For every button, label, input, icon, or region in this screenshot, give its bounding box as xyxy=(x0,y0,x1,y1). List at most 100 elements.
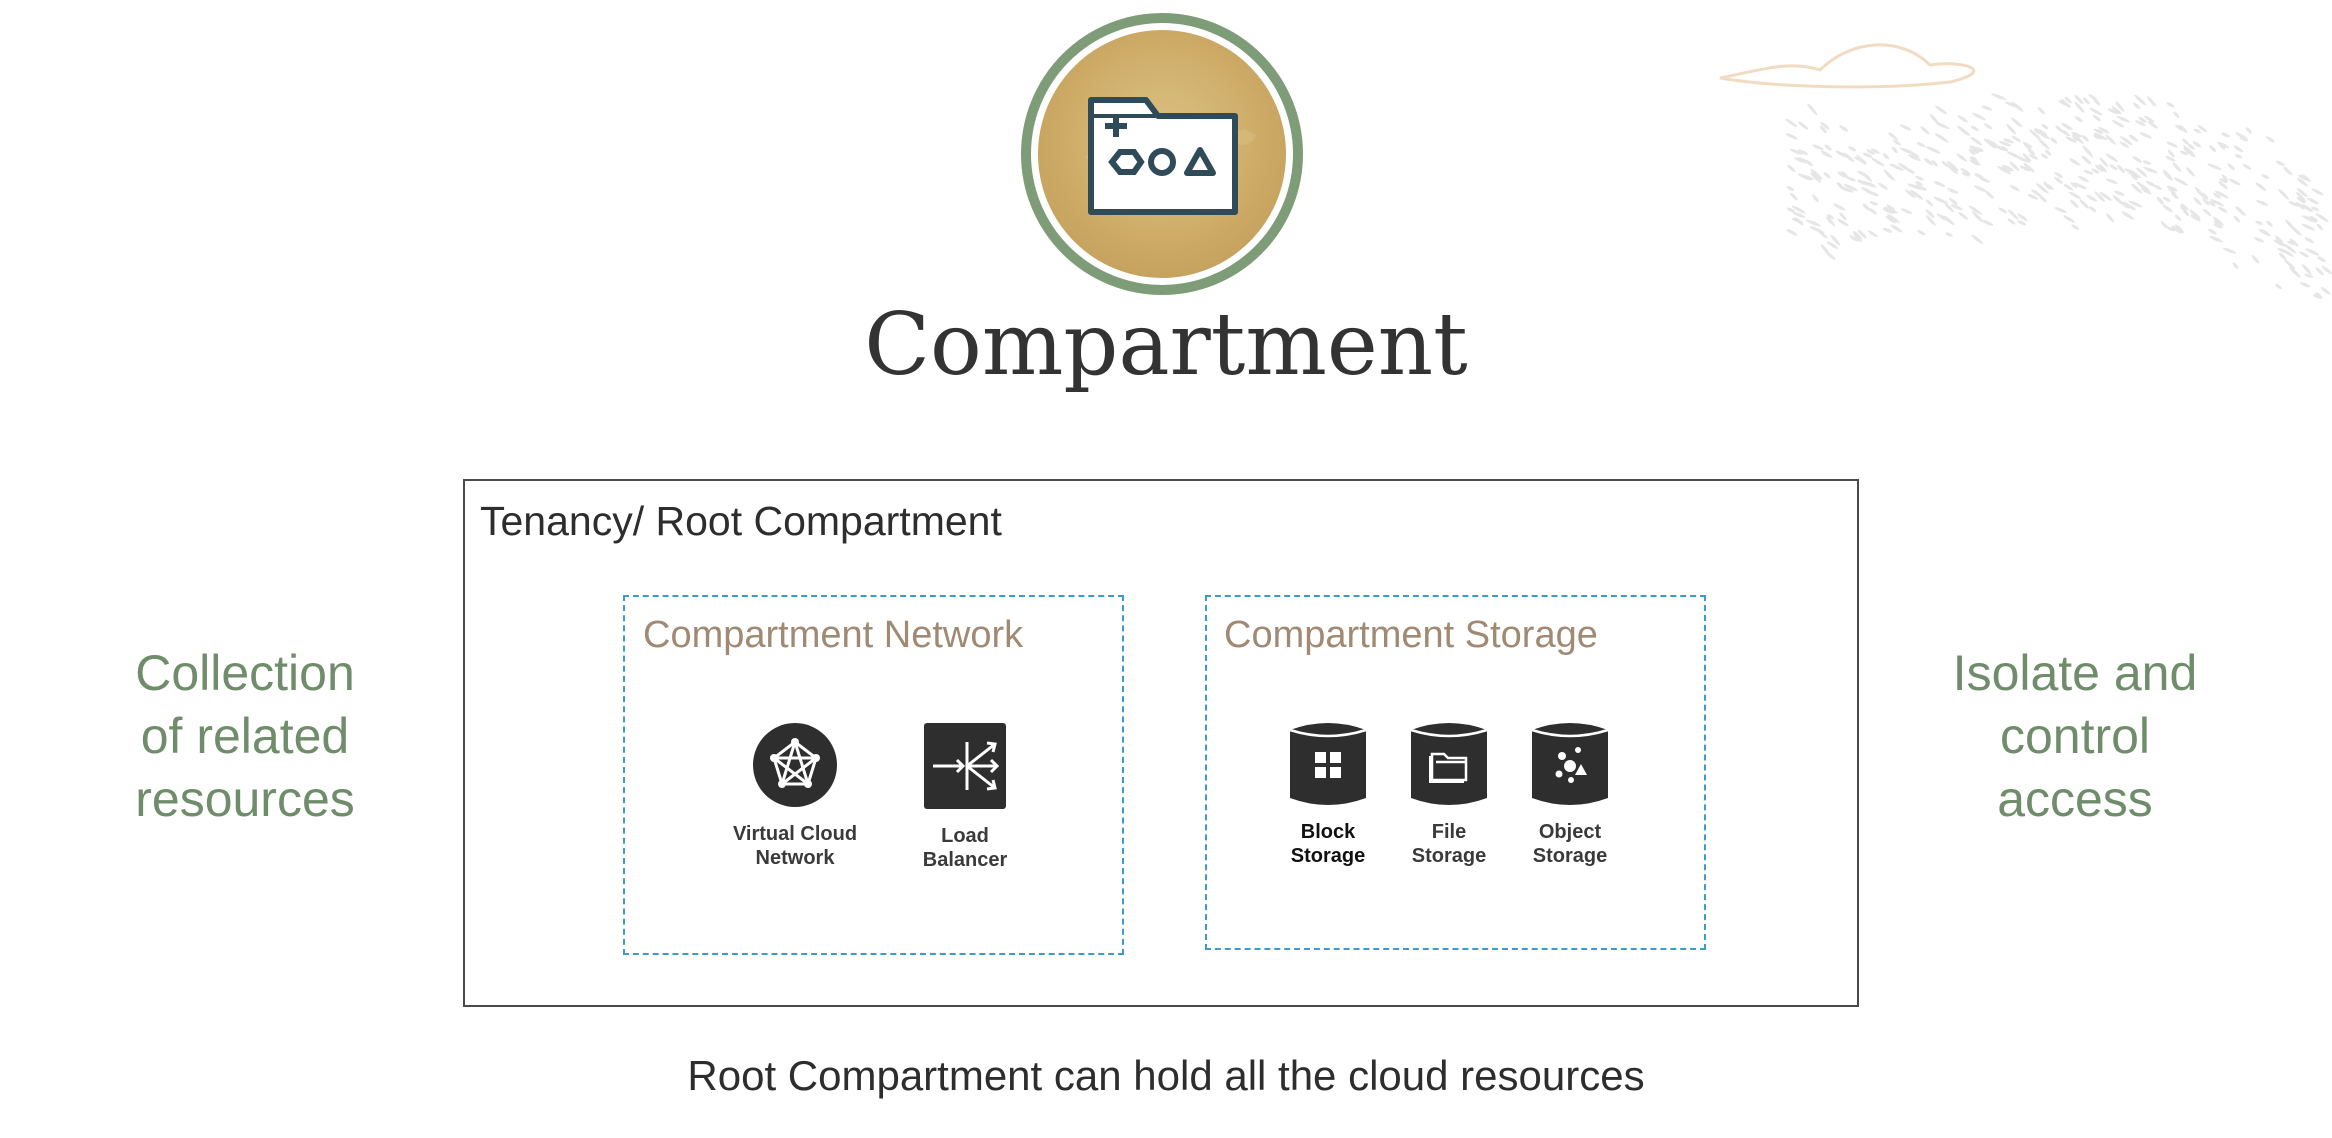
decor-dash xyxy=(1797,156,1809,164)
decor-dash xyxy=(2275,283,2283,290)
decor-dash xyxy=(2073,182,2087,190)
decor-dash xyxy=(1883,206,1899,214)
decor-dash xyxy=(1899,124,1912,131)
decor-dash xyxy=(2081,134,2089,142)
decor-dash xyxy=(1917,229,1926,236)
decor-dash xyxy=(1852,231,1863,240)
decor-dash xyxy=(1805,219,1821,227)
decor-dash xyxy=(2079,199,2090,209)
decor-dash xyxy=(1907,154,1922,161)
decor-dash xyxy=(1907,183,1923,190)
decor-dash xyxy=(2058,100,2071,107)
decor-dash xyxy=(2227,163,2235,171)
decor-dash xyxy=(1944,202,1954,213)
decor-dash xyxy=(2068,191,2081,199)
decor-dash xyxy=(1882,208,1895,214)
decor-dash xyxy=(2007,151,2021,159)
decor-dash xyxy=(1812,194,1819,203)
caption: Root Compartment can hold all the cloud … xyxy=(687,1052,1645,1099)
decor-dash xyxy=(1893,139,1901,146)
decor-dash xyxy=(1934,133,1949,143)
decor-dash xyxy=(2060,129,2070,137)
decor-dash xyxy=(1853,156,1867,164)
vcn-icon xyxy=(753,723,837,807)
decor-dash xyxy=(2210,199,2224,207)
decor-dash xyxy=(2132,156,2142,163)
decor-dash xyxy=(2202,208,2212,216)
decor-dash xyxy=(1899,147,1915,155)
decor-dash xyxy=(2083,169,2094,175)
decor-dash xyxy=(2163,169,2173,181)
decor-dash xyxy=(1820,150,1833,158)
decor-dash xyxy=(2197,125,2208,133)
compartment-network-box xyxy=(623,595,1124,955)
decor-dash xyxy=(2072,134,2078,142)
decor-dash xyxy=(2277,248,2289,254)
service-label-line: Storage xyxy=(1290,845,1366,867)
decor-dash xyxy=(2017,213,2028,221)
decor-dash xyxy=(1802,174,1814,181)
decor-dash xyxy=(2037,107,2045,115)
decor-dash xyxy=(1905,189,1916,199)
decor-dash xyxy=(1867,230,1878,238)
decor-dash xyxy=(1945,232,1953,237)
decor-dash xyxy=(2136,167,2148,178)
decor-dash xyxy=(1929,113,1940,125)
right-description-line: control xyxy=(1999,708,2151,764)
service-label-line: Load xyxy=(941,825,989,847)
decor-dash xyxy=(2054,171,2063,179)
decor-dash xyxy=(1826,241,1838,249)
decor-dash xyxy=(1985,190,1994,199)
decor-dash xyxy=(1798,121,1809,130)
decor-dash xyxy=(2306,197,2319,205)
decor-dash xyxy=(2121,211,2135,220)
decor-dash xyxy=(1970,136,1983,146)
decor-dash xyxy=(1910,189,1924,200)
decor-dash xyxy=(2255,220,2263,225)
decor-dash xyxy=(2239,137,2249,142)
decor-dash xyxy=(2135,120,2146,126)
decor-dash xyxy=(1857,170,1870,179)
service-block-storage: Block Storage xyxy=(1263,720,1393,868)
decor-dash xyxy=(2212,216,2224,226)
decor-dash xyxy=(1835,150,1849,158)
right-description: Isolate and control access xyxy=(1905,642,2245,831)
decor-dash xyxy=(1969,156,1981,166)
decor-dash xyxy=(1972,211,1984,223)
decor-dash xyxy=(1900,208,1913,215)
decor-dash xyxy=(1843,152,1855,163)
decor-dash xyxy=(1869,201,1879,206)
decor-dash xyxy=(1888,132,1899,141)
decor-dash xyxy=(1807,103,1818,116)
decor-dash xyxy=(2071,132,2083,138)
decor-dash xyxy=(2120,136,2133,146)
decor-dash xyxy=(2309,216,2318,222)
decor-dash xyxy=(2202,197,2210,206)
decor-dash xyxy=(2171,192,2179,200)
decor-dash xyxy=(2283,166,2293,176)
decor-dash xyxy=(2088,206,2097,213)
decor-dash xyxy=(1993,144,2006,151)
decor-dash xyxy=(1868,207,1878,215)
block-storage-icon xyxy=(1289,723,1367,805)
decor-dash xyxy=(1947,188,1959,194)
decor-dash xyxy=(2038,138,2050,150)
decor-dash xyxy=(2202,192,2209,200)
decor-dash xyxy=(1791,205,1806,214)
decor-dash xyxy=(1856,179,1869,186)
decor-dash xyxy=(2320,286,2331,295)
left-description-line: of related xyxy=(140,708,350,764)
decor-dash xyxy=(1969,145,1979,154)
decor-dash xyxy=(1972,112,1986,121)
right-description-line: access xyxy=(1997,771,2153,827)
decor-dash xyxy=(2162,196,2171,202)
decor-dash xyxy=(1933,196,1948,204)
decor-dash xyxy=(2311,206,2319,212)
decor-dash xyxy=(2054,207,2067,213)
decor-dash xyxy=(1971,234,1984,245)
decor-dash xyxy=(2289,266,2301,278)
decor-dash xyxy=(2065,136,2077,143)
decor-dash xyxy=(1814,173,1823,180)
decor-dash xyxy=(1862,152,1873,158)
decor-dash xyxy=(1871,148,1880,154)
